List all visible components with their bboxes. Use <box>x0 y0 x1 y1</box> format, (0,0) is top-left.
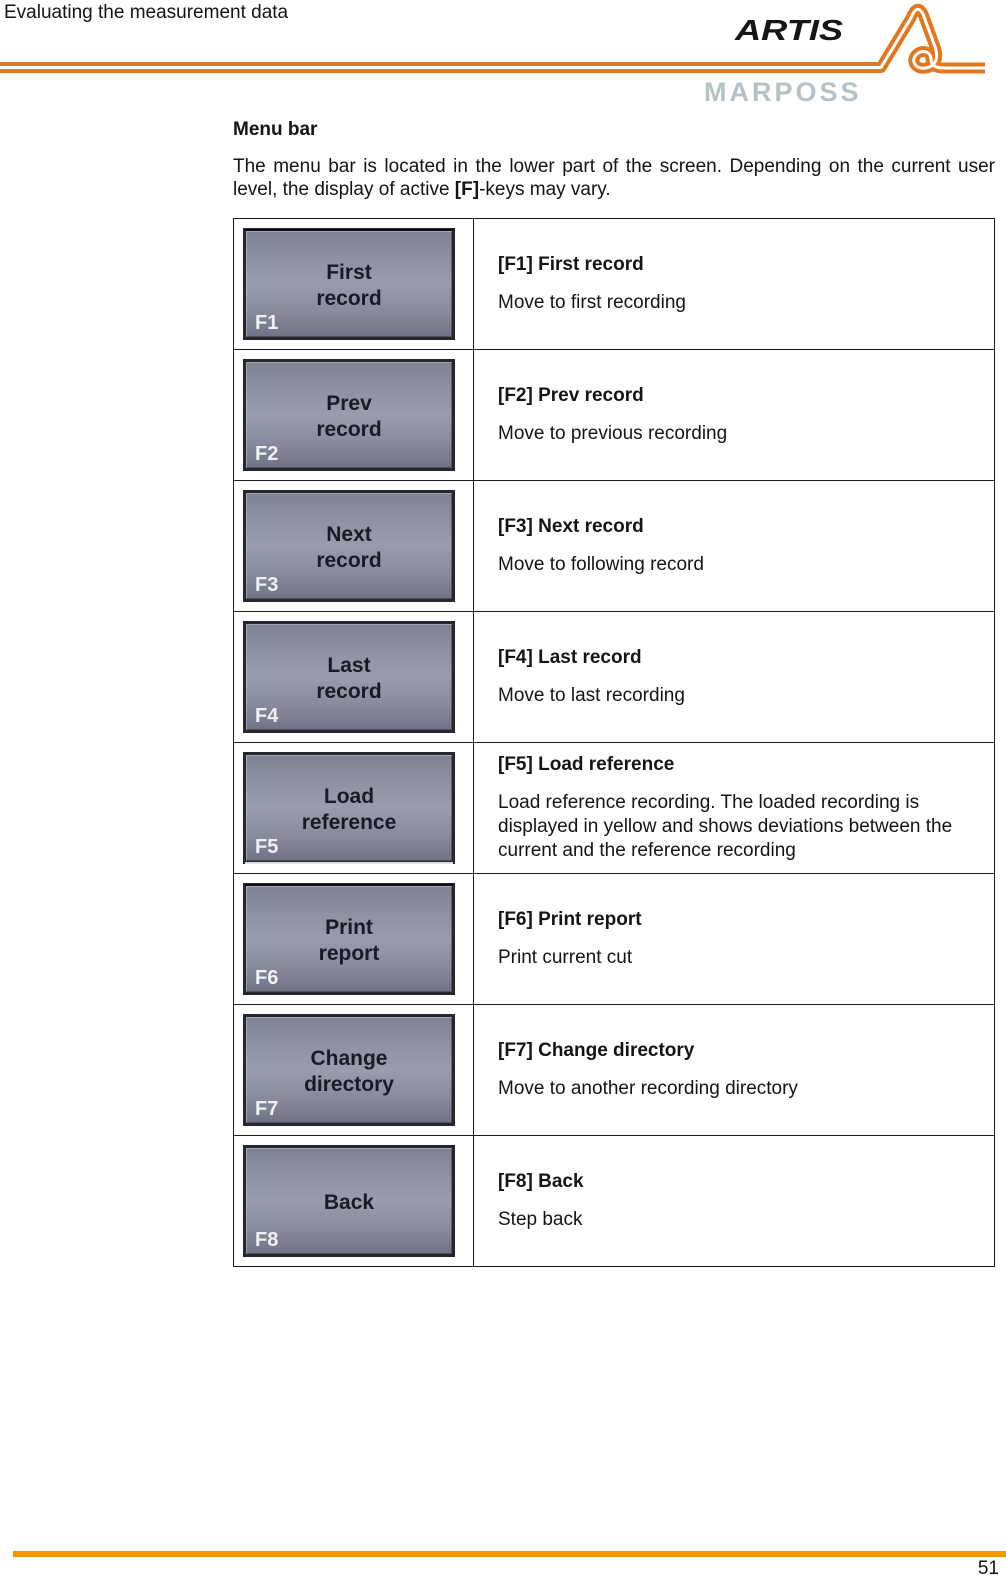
f3-button: Next record F3 <box>246 493 452 599</box>
table-row-f2: Prev record F2 [F2] Prev record Move to … <box>234 349 994 480</box>
fkey-description-cell: [F1] First record Move to first recordin… <box>474 219 994 349</box>
f2-button: Prev record F2 <box>246 362 452 468</box>
fkey-image-cell: Next record F3 <box>234 481 474 611</box>
table-row-f5: Load reference F5 [F5] Load reference Lo… <box>234 742 994 873</box>
intro-paragraph: The menu bar is located in the lower par… <box>233 155 995 201</box>
f4-button-screenshot: Last record F4 <box>243 621 455 733</box>
fkey-table: First record F1 [F1] First record Move t… <box>233 218 995 1267</box>
f1-button-label: First record <box>316 261 382 310</box>
f6-key-label: F6 <box>255 967 279 989</box>
f4-button-label: Last record <box>316 654 382 703</box>
fkey-description-cell: [F7] Change directory Move to another re… <box>474 1005 994 1135</box>
footer-rule <box>13 1551 1006 1557</box>
fkey-title: [F1] First record <box>498 253 644 275</box>
fkey-description-cell: [F6] Print report Print current cut <box>474 874 994 1004</box>
fkey-title: [F6] Print report <box>498 908 642 930</box>
f1-key-label: F1 <box>255 312 279 334</box>
f1-button: First record F1 <box>246 231 452 337</box>
fkey-title: [F3] Next record <box>498 515 644 537</box>
section-heading: Menu bar <box>233 119 318 140</box>
intro-text-bold-f: [F] <box>454 179 480 200</box>
f2-button-label: Prev record <box>316 392 382 441</box>
f8-button: Back F8 <box>246 1148 452 1254</box>
fkey-image-cell: Prev record F2 <box>234 350 474 480</box>
f6-button-label: Print report <box>318 916 380 965</box>
f5-button: Load reference F5 <box>246 755 452 861</box>
f7-button-label: Change directory <box>304 1047 394 1096</box>
header-rule-bottom-line <box>0 69 873 73</box>
f2-button-screenshot: Prev record F2 <box>243 359 455 471</box>
f8-key-label: F8 <box>255 1229 279 1251</box>
fkey-description: Move to previous recording <box>498 422 728 444</box>
fkey-description: Print current cut <box>498 946 633 968</box>
fkey-description: Move to last recording <box>498 684 685 706</box>
fkey-description: Move to another recording directory <box>498 1077 798 1099</box>
fkey-title: [F4] Last record <box>498 646 642 668</box>
fkey-description-cell: [F8] Back Step back <box>474 1136 994 1266</box>
header-rule <box>0 62 873 73</box>
f8-button-screenshot: Back F8 <box>243 1145 455 1257</box>
fkey-title: [F2] Prev record <box>498 384 644 406</box>
fkey-image-cell: First record F1 <box>234 219 474 349</box>
fkey-description-cell: [F4] Last record Move to last recording <box>474 612 994 742</box>
f5-button-screenshot: Load reference F5 <box>243 752 455 864</box>
fkey-description-cell: [F5] Load reference Load reference recor… <box>474 743 994 873</box>
fkey-description: Load reference recording. The loaded rec… <box>498 791 953 861</box>
f4-key-label: F4 <box>255 705 279 727</box>
f3-button-label: Next record <box>316 523 382 572</box>
fkey-title: [F5] Load reference <box>498 753 675 775</box>
page-number: 51 <box>977 1558 999 1579</box>
fkey-image-cell: Last record F4 <box>234 612 474 742</box>
fkey-description: Move to following record <box>498 553 704 575</box>
fkey-title: [F8] Back <box>498 1170 584 1192</box>
f6-button: Print report F6 <box>246 886 452 992</box>
header-rule-top-line <box>0 62 873 66</box>
f8-button-label: Back <box>323 1191 375 1214</box>
intro-text-part1: The menu bar is located in the lower par… <box>233 156 995 200</box>
table-row-f6: Print report F6 [F6] Print report Print … <box>234 873 994 1004</box>
artis-logo-text: ARTIS <box>735 15 844 47</box>
table-row-f4: Last record F4 [F4] Last record Move to … <box>234 611 994 742</box>
fkey-image-cell: Back F8 <box>234 1136 474 1266</box>
f4-button: Last record F4 <box>246 624 452 730</box>
fkey-image-cell: Load reference F5 <box>234 743 474 873</box>
table-row-f8: Back F8 [F8] Back Step back <box>234 1135 994 1266</box>
table-row-f1: First record F1 [F1] First record Move t… <box>234 219 994 349</box>
f3-button-screenshot: Next record F3 <box>243 490 455 602</box>
f7-key-label: F7 <box>255 1098 279 1120</box>
fkey-description: Step back <box>498 1208 583 1230</box>
running-header-title: Evaluating the measurement data <box>4 2 289 23</box>
fkey-description-cell: [F2] Prev record Move to previous record… <box>474 350 994 480</box>
fkey-description-cell: [F3] Next record Move to following recor… <box>474 481 994 611</box>
f7-button: Change directory F7 <box>246 1017 452 1123</box>
f6-button-screenshot: Print report F6 <box>243 883 455 995</box>
table-row-f7: Change directory F7 [F7] Change director… <box>234 1004 994 1135</box>
marposs-logo-text: MARPOSS <box>704 77 862 107</box>
fkey-image-cell: Change directory F7 <box>234 1005 474 1135</box>
f3-key-label: F3 <box>255 574 279 596</box>
f5-button-label: Load reference <box>301 785 397 834</box>
fkey-title: [F7] Change directory <box>498 1039 695 1061</box>
f1-button-screenshot: First record F1 <box>243 228 455 340</box>
fkey-image-cell: Print report F6 <box>234 874 474 1004</box>
intro-text-part2: -keys may vary. <box>479 179 611 200</box>
f5-key-label: F5 <box>255 836 279 858</box>
f7-button-screenshot: Change directory F7 <box>243 1014 455 1126</box>
fkey-description: Move to first recording <box>498 291 686 313</box>
f2-key-label: F2 <box>255 443 279 465</box>
artis-triangle-logo-icon <box>855 3 985 74</box>
table-row-f3: Next record F3 [F3] Next record Move to … <box>234 480 994 611</box>
